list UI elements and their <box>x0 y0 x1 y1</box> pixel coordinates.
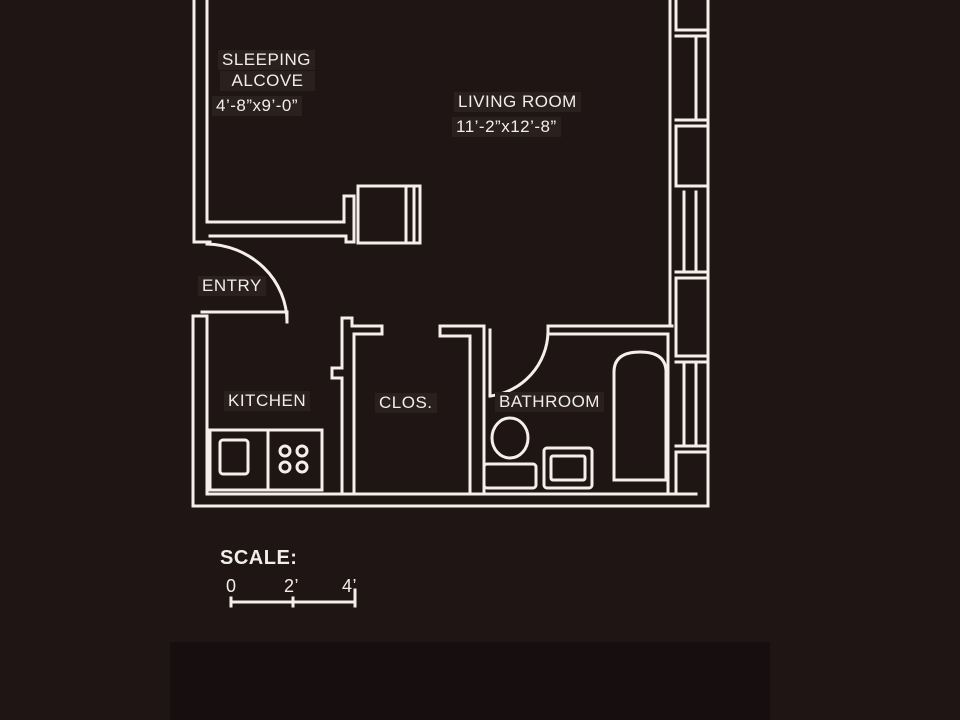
scale-tick-0: 0 <box>226 576 237 596</box>
entry-door <box>200 242 289 324</box>
sleeping-alcove-label: SLEEPING ALCOVE <box>214 50 319 91</box>
storage-cabinet <box>356 184 422 245</box>
living-room-dimensions: 11’-2”x12’-8” <box>452 117 561 137</box>
bottom-shadow-band <box>170 642 770 720</box>
kitchen-closet-wall <box>330 316 384 496</box>
sleeping-alcove-name-line2: ALCOVE <box>220 71 316 91</box>
living-room-label: LIVING ROOM <box>454 92 581 112</box>
entry-label: ENTRY <box>198 276 266 296</box>
sleeping-alcove-dimensions: 4’-8”x9’-0” <box>212 96 303 116</box>
scale-title: SCALE: <box>220 547 298 569</box>
left-wall-upper <box>192 0 212 244</box>
bathroom-label: BATHROOM <box>495 392 604 412</box>
bathtub-fixture <box>612 350 668 482</box>
scale-tick-2ft: 2’ <box>284 576 300 596</box>
scale-tick-4ft: 4’ <box>342 576 358 596</box>
scale-bar <box>229 588 357 608</box>
bathroom-top-wall <box>546 324 674 336</box>
alcove-partition-wall <box>205 194 356 244</box>
kitchen-label: KITCHEN <box>224 391 311 411</box>
closet-bathroom-wall <box>438 324 486 496</box>
bathroom-door <box>488 328 550 398</box>
kitchen-counter <box>208 428 324 492</box>
sleeping-alcove-name-line1: SLEEPING <box>218 50 316 70</box>
toilet-fixture <box>482 416 538 490</box>
left-wall-lower <box>191 314 209 508</box>
closet-label: CLOS. <box>375 393 437 413</box>
right-wall <box>666 0 710 508</box>
sink-fixture <box>542 446 594 490</box>
bottom-wall <box>191 492 710 508</box>
